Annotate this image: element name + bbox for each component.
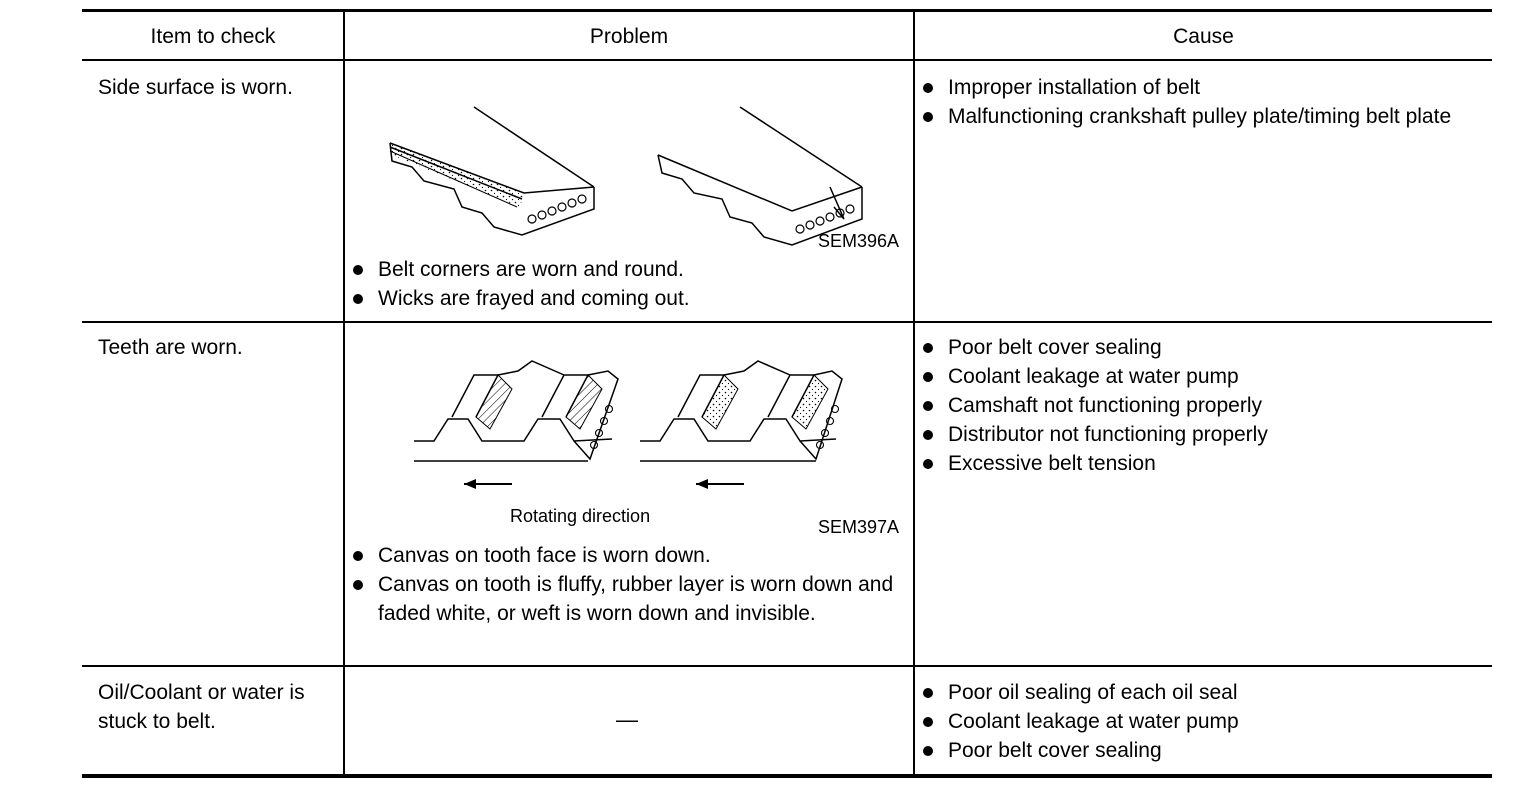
row1-problem-list: Belt corners are worn and round. Wicks a…	[352, 255, 902, 313]
row-divider-2	[82, 665, 1492, 667]
header-problem: Problem	[589, 25, 669, 48]
row1-cause-list: Improper installation of belt Malfunctio…	[922, 73, 1472, 131]
row1-item: Side surface is worn.	[98, 76, 293, 99]
list-item: Belt corners are worn and round.	[352, 255, 902, 284]
list-item: Coolant leakage at water pump	[922, 707, 1472, 736]
list-item: Poor oil sealing of each oil seal	[922, 678, 1472, 707]
list-item: Poor belt cover sealing	[922, 333, 1472, 362]
table-top-rule	[82, 9, 1492, 12]
list-item: Improper installation of belt	[922, 73, 1472, 102]
list-item: Coolant leakage at water pump	[922, 362, 1472, 391]
row2-problem-list: Canvas on tooth face is worn down. Canva…	[352, 541, 902, 628]
worn-teeth-belt-illustration	[414, 360, 843, 489]
list-item: Canvas on tooth is fluffy, rubber layer …	[352, 570, 902, 628]
header-cause: Cause	[1173, 25, 1234, 48]
header-item-to-check: Item to check	[150, 25, 276, 48]
figure-caption-rotating-direction: Rotating direction	[510, 506, 651, 526]
list-item: Canvas on tooth face is worn down.	[352, 541, 902, 570]
list-item: Camshaft not functioning properly	[922, 391, 1472, 420]
row2-cause-list: Poor belt cover sealing Coolant leakage …	[922, 333, 1472, 478]
list-item: Distributor not functioning properly	[922, 420, 1472, 449]
list-item: Poor belt cover sealing	[922, 736, 1472, 765]
column-divider-1	[343, 12, 345, 775]
row3-problem-dash: —	[616, 707, 638, 732]
row-divider-1	[82, 321, 1492, 323]
row3-item: Oil/Coolant or water is stuck to belt.	[98, 681, 305, 733]
list-item: Excessive belt tension	[922, 449, 1472, 478]
table-bottom-rule	[82, 774, 1492, 778]
row3-cause-list: Poor oil sealing of each oil seal Coolan…	[922, 678, 1472, 765]
worn-side-belt-illustration	[389, 106, 863, 246]
figure-code-sem397a: SEM397A	[818, 517, 900, 537]
list-item: Wicks are frayed and coming out.	[352, 284, 902, 313]
list-item: Malfunctioning crankshaft pulley plate/t…	[922, 102, 1472, 131]
column-divider-2	[913, 12, 915, 775]
header-divider	[82, 59, 1492, 61]
row2-item: Teeth are worn.	[98, 336, 243, 359]
figure-code-sem396a: SEM396A	[818, 231, 900, 251]
